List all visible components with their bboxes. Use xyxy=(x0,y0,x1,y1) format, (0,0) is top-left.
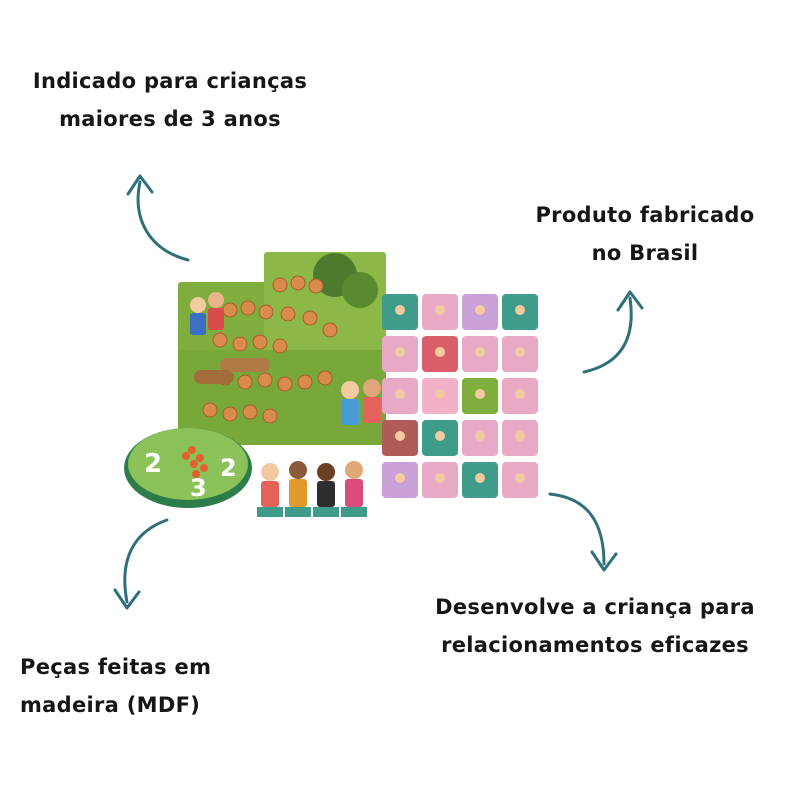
caption-age-line2: maiores de 3 anos xyxy=(59,107,281,131)
caption-age: Indicado para crianças maiores de 3 anos xyxy=(20,62,320,138)
caption-origin-line1: Produto fabricado xyxy=(535,203,755,227)
wooden-pawns xyxy=(257,461,367,517)
board-game-product: 2 2 3 xyxy=(124,252,538,517)
curved-arrow-down-icon xyxy=(113,518,169,610)
caption-age-line1: Indicado para crianças xyxy=(32,69,308,93)
caption-development-line1: Desenvolve a criança para xyxy=(435,595,755,619)
disc-number-2: 2 xyxy=(220,454,237,482)
caption-development: Desenvolve a criança para relacionamento… xyxy=(400,588,790,664)
caption-origin-line2: no Brasil xyxy=(591,241,699,265)
picture-cards xyxy=(382,294,538,498)
curved-arrow-up-icon xyxy=(582,290,644,374)
curved-arrow-down-icon xyxy=(548,492,618,572)
caption-origin: Produto fabricado no Brasil xyxy=(500,196,790,272)
disc-number-3: 3 xyxy=(190,474,207,502)
game-board xyxy=(178,252,386,445)
number-disc: 2 2 3 xyxy=(124,428,252,508)
caption-material-line1: Peças feitas em xyxy=(20,655,212,679)
caption-development-line2: relacionamentos eficazes xyxy=(441,633,749,657)
caption-material: Peças feitas em madeira (MDF) xyxy=(20,648,240,724)
caption-material-line2: madeira (MDF) xyxy=(20,693,201,717)
curved-arrow-up-icon xyxy=(126,174,190,262)
disc-number-1: 2 xyxy=(144,449,162,479)
